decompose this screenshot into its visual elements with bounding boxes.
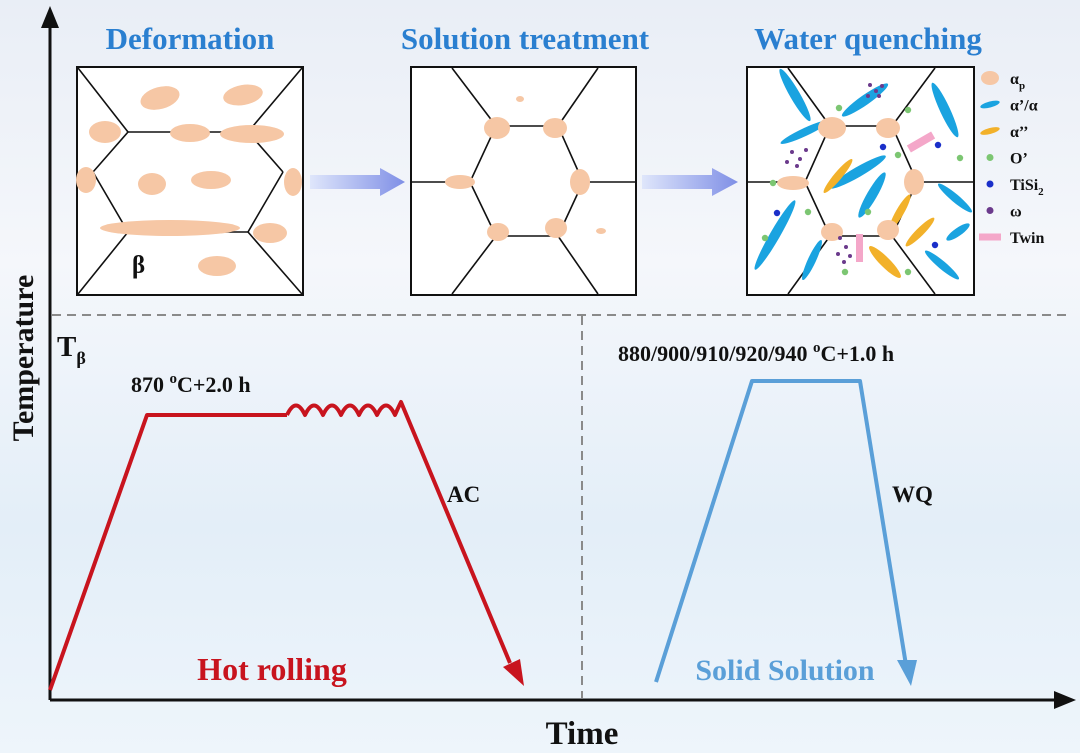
y-axis-label: Temperature	[7, 275, 40, 442]
process-arrow-2	[642, 168, 738, 196]
legend-label: αp	[1010, 71, 1025, 92]
solid-solution-arrowhead	[897, 660, 917, 686]
needle-icon	[980, 127, 1000, 135]
hot-rolling-condition: 870 oC+2.0 h	[131, 371, 251, 397]
legend-item: αp	[981, 71, 1025, 92]
x-axis-arrowhead	[1054, 691, 1076, 709]
ac-label: AC	[447, 482, 480, 507]
legend-label: ω	[1010, 204, 1022, 221]
hot-rolling-curve	[48, 400, 512, 691]
title-solution-treatment: Solution treatment	[401, 21, 650, 56]
solid-solution-condition: 880/900/910/920/940 oC+1.0 h	[618, 340, 894, 366]
legend-item: ω	[986, 204, 1022, 221]
dot-icon	[986, 180, 994, 188]
title-water-quenching: Water quenching	[754, 21, 982, 56]
legend-label: Twin	[1010, 230, 1044, 247]
solid-solution-label: Solid Solution	[695, 654, 875, 687]
legend-item: Twin	[979, 230, 1044, 247]
bar-icon	[979, 233, 1001, 241]
needle-icon	[980, 100, 1000, 109]
panel-solution-treatment	[410, 66, 637, 296]
title-deformation: Deformation	[106, 21, 275, 56]
legend-item: O’	[986, 151, 1028, 168]
legend-label: α’’	[1010, 124, 1028, 141]
alpha-p-blob-icon	[981, 71, 999, 85]
dot-icon	[986, 207, 994, 214]
wq-label: WQ	[892, 482, 933, 507]
hot-rolling-label: Hot rolling	[197, 651, 347, 687]
solid-solution-curve	[654, 379, 908, 683]
legend-label: TiSi2	[1010, 177, 1044, 198]
dot-icon	[986, 154, 994, 161]
legend-item: TiSi2	[986, 177, 1044, 198]
panel-water-quenching	[746, 66, 975, 296]
panel-deformation: β	[76, 66, 304, 296]
y-axis-arrowhead	[41, 6, 59, 28]
legend-item: α’/α	[980, 98, 1038, 115]
x-axis-label: Time	[546, 716, 619, 752]
hot-rolling-arrowhead	[503, 659, 524, 686]
legend-item: α’’	[980, 124, 1028, 141]
phase-beta-label: β	[132, 252, 145, 279]
legend-label: O’	[1010, 151, 1028, 168]
legend-label: α’/α	[1010, 98, 1038, 115]
process-arrow-1	[310, 168, 405, 196]
t-beta-label: Tβ	[57, 331, 86, 368]
